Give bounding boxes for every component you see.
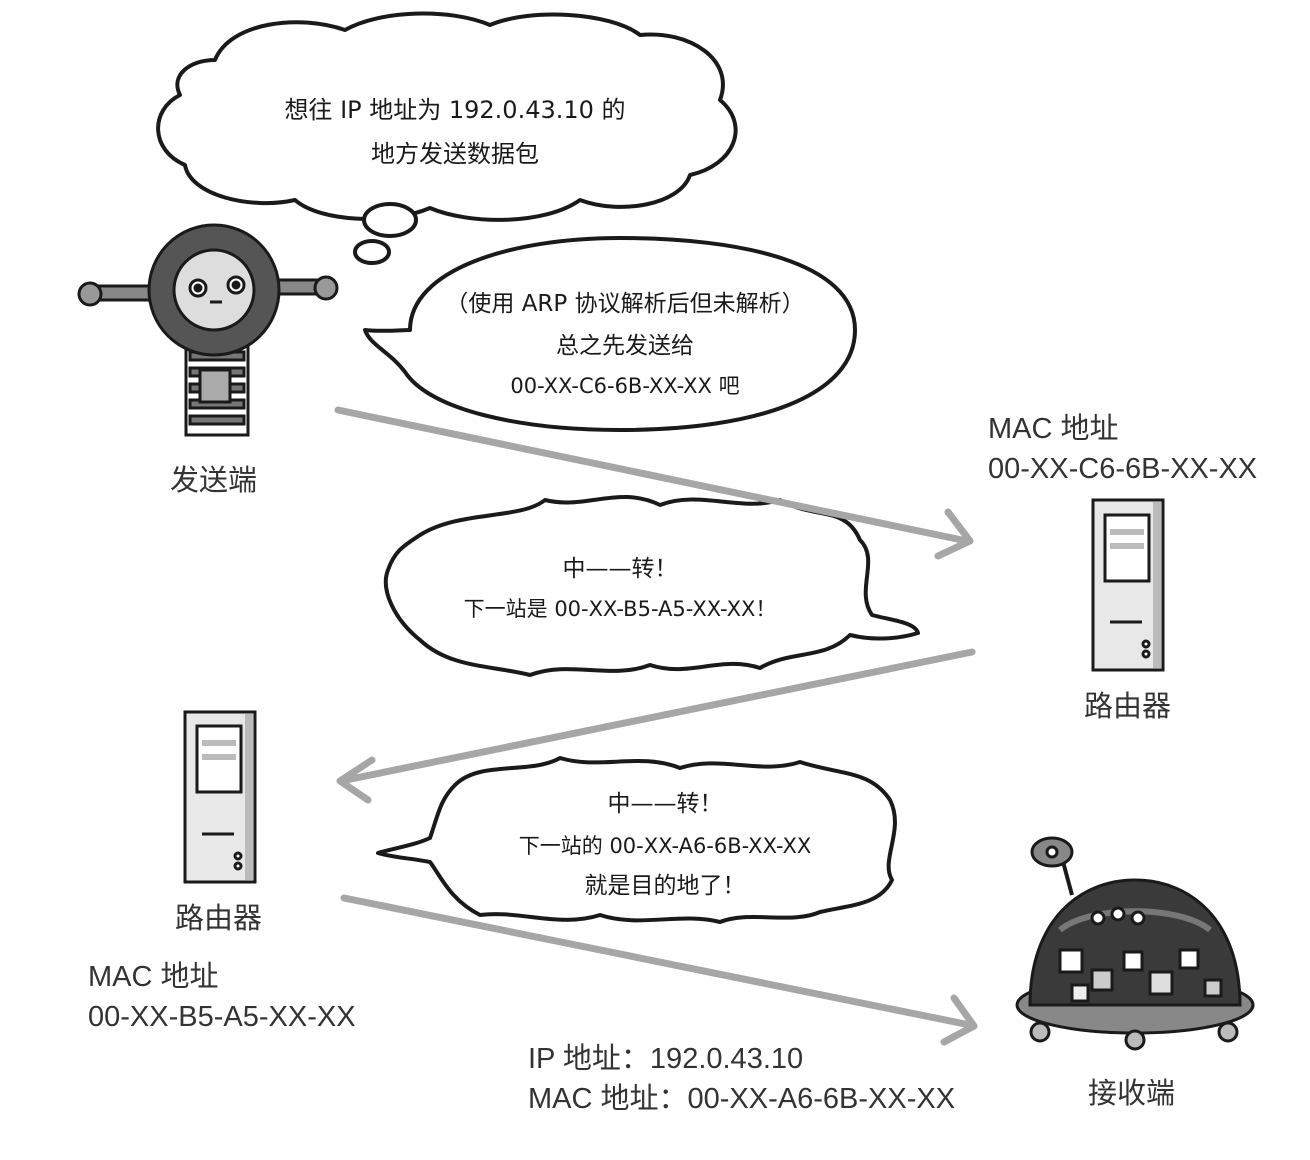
router1-speech-line-2: 下一站是 00-XX-B5-A5-XX-XX！: [463, 597, 777, 621]
router1-speech-line-1: 中——转！: [562, 556, 678, 582]
sender-speech-bubble: [363, 236, 857, 432]
thought-line-1: 想往 IP 地址为 192.0.43.10 的: [284, 96, 626, 124]
receiver-label: 接收端: [1088, 1078, 1176, 1110]
router2-label: 路由器: [175, 903, 263, 935]
arrow-sender-to-router1: [334, 406, 974, 560]
sender-speech-line-3: 00-XX-C6-6B-XX-XX 吧: [510, 374, 740, 398]
router1-mac-label: MAC 地址: [988, 413, 1119, 445]
receiver-ip-line: IP 地址：192.0.43.10: [528, 1043, 804, 1075]
router2-speech-line-2: 下一站的 00-XX-A6-6B-XX-XX: [518, 834, 812, 858]
sender-robot-icon: [77, 223, 339, 437]
router2-speech-line-1: 中——转！: [607, 791, 723, 817]
router1-server-icon: [1091, 498, 1165, 672]
router2-speech-bubble: [376, 756, 897, 924]
router2-mac-value: 00-XX-B5-A5-XX-XX: [88, 1001, 356, 1033]
thought-line-2: 地方发送数据包: [371, 140, 539, 168]
arrow-router2-to-receiver: [340, 894, 978, 1046]
sender-speech-line-2: 总之先发送给: [556, 333, 694, 359]
arrow-router1-to-router2: [336, 648, 976, 804]
sender-label: 发送端: [170, 465, 258, 497]
router2-server-icon: [183, 710, 257, 884]
router2-mac-label: MAC 地址: [88, 961, 219, 993]
thought-cloud: [156, 11, 738, 265]
router1-mac-value: 00-XX-C6-6B-XX-XX: [988, 453, 1258, 485]
router1-speech-bubble: [383, 495, 920, 677]
router1-label: 路由器: [1084, 691, 1172, 723]
sender-speech-line-1: （使用 ARP 协议解析后但未解析）: [445, 291, 805, 317]
receiver-mac-line: MAC 地址：00-XX-A6-6B-XX-XX: [528, 1083, 956, 1115]
receiver-robot-icon: [1015, 836, 1255, 1051]
router2-speech-line-3: 就是目的地了！: [584, 873, 746, 899]
